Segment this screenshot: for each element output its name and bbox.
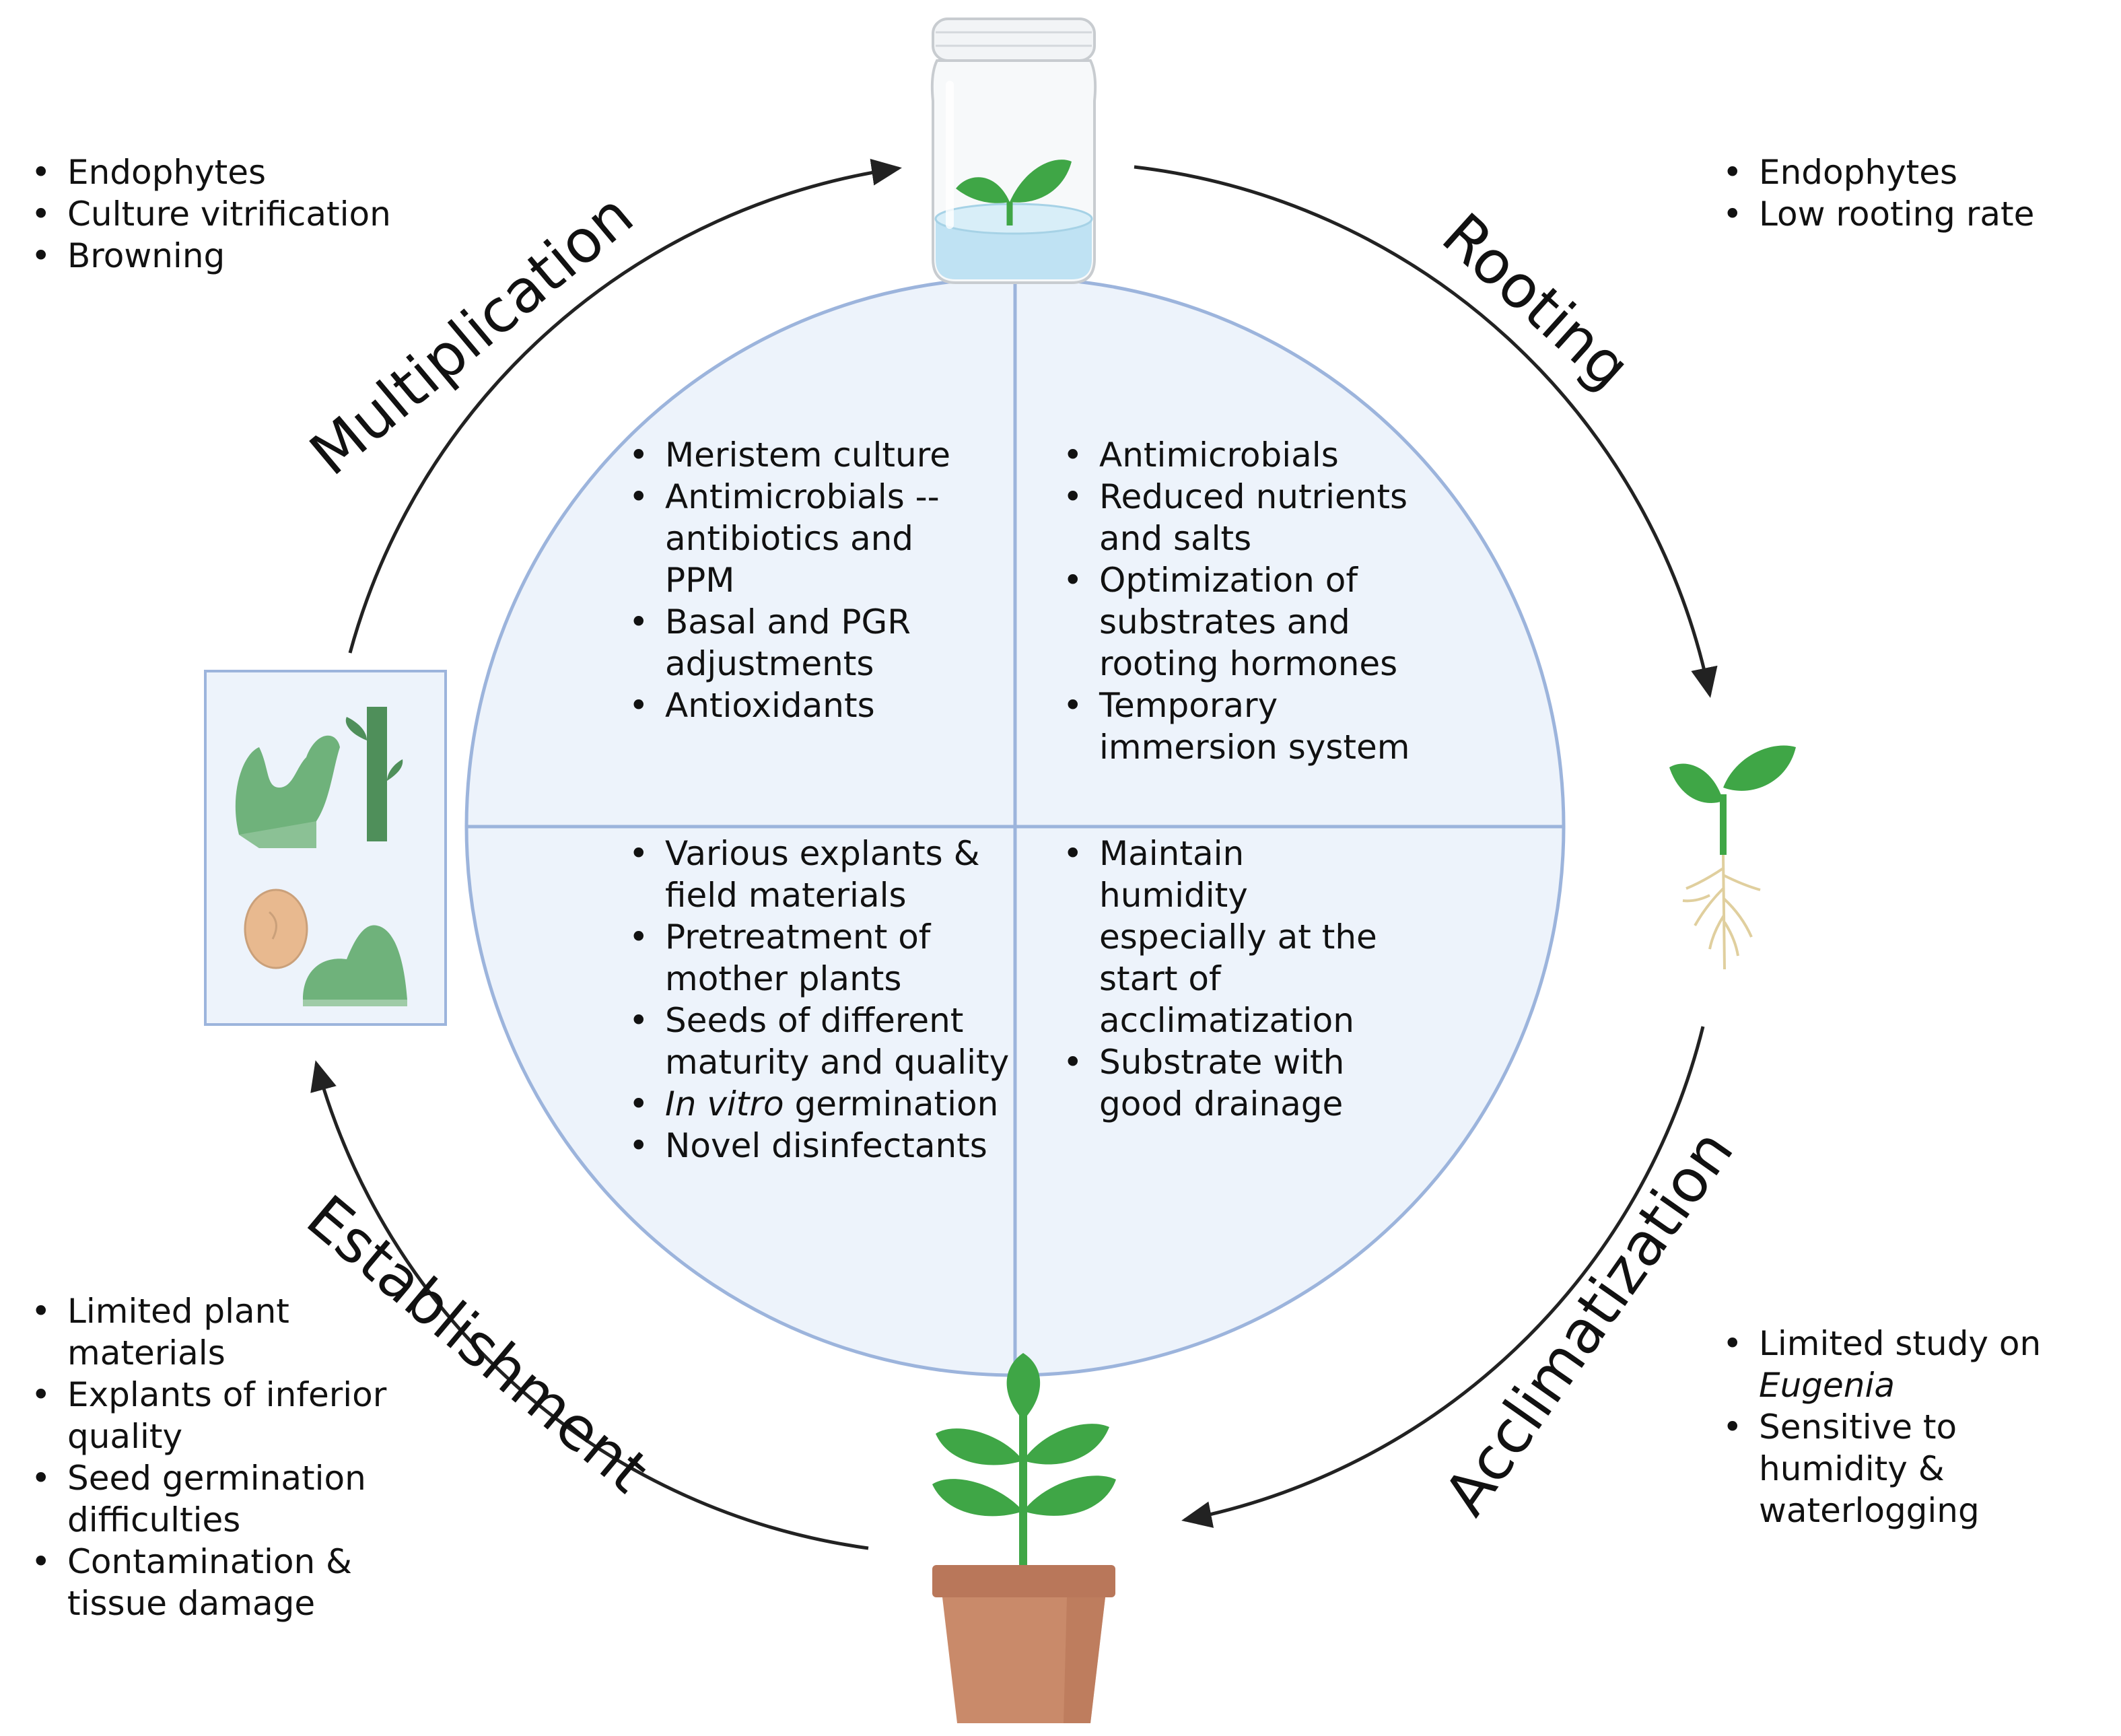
arrow-rooting xyxy=(1134,165,1718,698)
solution-item: Antimicrobials xyxy=(1060,434,1437,476)
challenge-item: Endophytes xyxy=(1720,151,2097,193)
challenge-item: Low rooting rate xyxy=(1720,193,2097,235)
challenge-item: Seed germination difficulties xyxy=(28,1457,405,1541)
solution-item: Antioxidants xyxy=(626,685,989,726)
challenge-item: Endophytes xyxy=(28,151,446,193)
solutions-establishment: Various explants & field materials Pretr… xyxy=(626,833,1016,1167)
challenges-rooting: Endophytes Low rooting rate xyxy=(1720,151,2097,235)
challenge-item: Explants of inferior quality xyxy=(28,1374,405,1457)
arrow-acclimatization xyxy=(1181,1026,1705,1528)
solutions-multiplication: Meristem culture Antimicrobials -- antib… xyxy=(626,434,989,726)
challenge-item: Contamination & tissue damage xyxy=(28,1541,405,1624)
solution-item: Novel disinfectants xyxy=(626,1125,1016,1167)
challenge-text: Sensitive to humidity & waterlogging xyxy=(1759,1408,1980,1530)
solution-item: Substrate with good drainage xyxy=(1060,1041,1397,1125)
solutions-rooting: Antimicrobials Reduced nutrients and sal… xyxy=(1060,434,1437,768)
solution-item: Basal and PGR adjustments xyxy=(626,601,989,685)
solution-item: Optimization of substrates and rooting h… xyxy=(1060,559,1437,685)
challenge-italic: Eugenia xyxy=(1759,1366,1896,1405)
potted-plant-icon xyxy=(932,1353,1116,1723)
explant-panel-icon xyxy=(204,670,447,1026)
solution-item: Antimicrobials -- antibiotics and PPM xyxy=(626,476,989,601)
challenges-multiplication: Endophytes Culture vitrification Brownin… xyxy=(28,151,446,277)
challenges-establishment: Limited plant materials Explants of infe… xyxy=(28,1290,405,1624)
solution-item: In vitro germination xyxy=(626,1083,1016,1125)
challenge-text: Limited study on xyxy=(1759,1324,2042,1363)
challenge-item: Browning xyxy=(28,235,446,277)
challenge-item: Sensitive to humidity & waterlogging xyxy=(1720,1406,2110,1531)
stage-label-acclimatization: Acclimatization xyxy=(1430,1117,1747,1527)
challenges-acclimatization: Limited study on Eugenia Sensitive to hu… xyxy=(1720,1323,2110,1531)
challenge-item: Culture vitrification xyxy=(28,193,446,235)
solution-item: Various explants & field materials xyxy=(626,833,1016,916)
solution-italic: In vitro xyxy=(665,1084,784,1123)
solution-item: Reduced nutrients and salts xyxy=(1060,476,1437,559)
challenge-item: Limited study on Eugenia xyxy=(1720,1323,2110,1406)
arrow-establishment xyxy=(310,1060,869,1550)
solutions-acclimatization: Maintain humidity especially at the star… xyxy=(1060,833,1397,1125)
solution-text: germination xyxy=(784,1084,999,1123)
challenge-item: Limited plant materials xyxy=(28,1290,405,1374)
solution-item: Seeds of different maturity and quality xyxy=(626,1000,1016,1083)
solution-item: Pretreatment of mother plants xyxy=(626,916,1016,1000)
rooted-seedling-icon xyxy=(1669,745,1796,970)
arrow-multiplication xyxy=(348,158,902,654)
solution-item: Temporary immersion system xyxy=(1060,685,1437,768)
solution-item: Meristem culture xyxy=(626,434,989,476)
solution-item: Maintain humidity especially at the star… xyxy=(1060,833,1397,1041)
jar-with-seedling-icon xyxy=(930,18,1097,284)
